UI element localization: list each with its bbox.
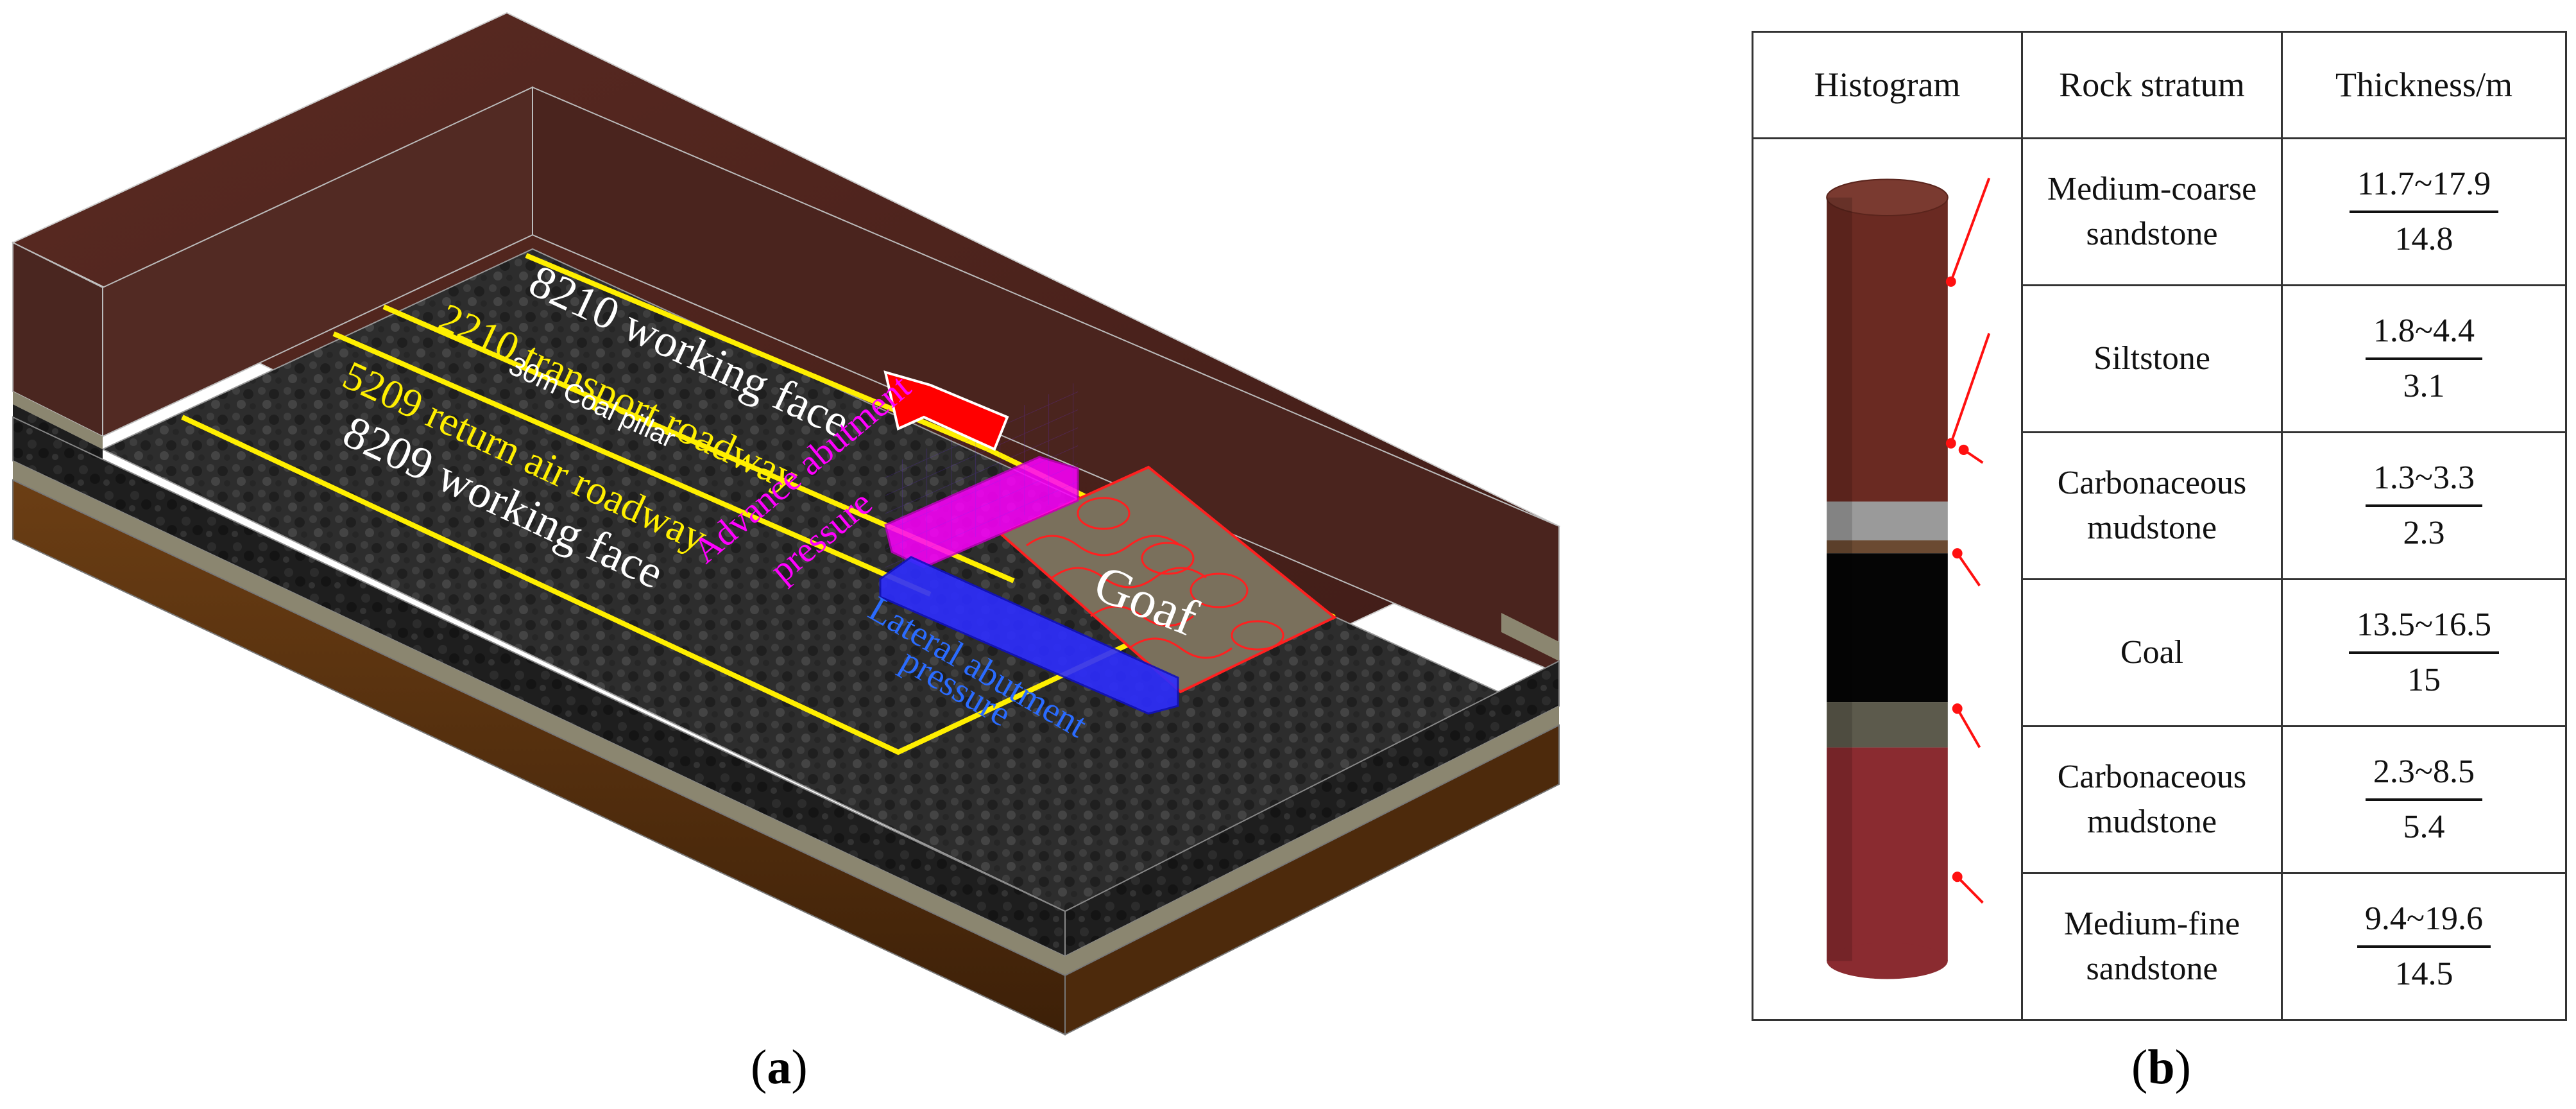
header-rock-stratum: Rock stratum xyxy=(2021,31,2283,139)
mine-model-panel: 8210 working face 2210 transport roadway… xyxy=(11,12,1561,1036)
pointer-arrow xyxy=(1956,875,1984,904)
borehole-column xyxy=(1826,177,1991,979)
pointer-arrow xyxy=(1956,708,1981,748)
strata-table: Histogram Rock stratum Thickness/m Mediu… xyxy=(1752,31,2567,1021)
thickness-range: 9.4~19.6 xyxy=(2357,897,2491,948)
thickness-cell: 1.8~4.4 3.1 xyxy=(2281,284,2567,433)
roadway-5209 xyxy=(332,331,932,597)
pointer-arrow xyxy=(1949,332,1991,444)
rock-stratum-cell: Carbonaceous mudstone xyxy=(2021,725,2283,874)
table-row: Medium-fine sandstone 9.4~19.6 14.5 xyxy=(1753,872,2567,1021)
column-layer xyxy=(1827,197,1948,502)
table-row: Medium-coarse sandstone 11.7~17.9 14.8 xyxy=(1752,137,2567,1021)
rock-stratum-cell: Siltstone xyxy=(2021,284,2283,433)
right-layer-brown xyxy=(1064,724,1560,1036)
rock-stratum-cell: Carbonaceous mudstone xyxy=(2021,431,2283,580)
rock-stratum-cell: Medium-coarse sandstone xyxy=(2021,137,2283,286)
thickness-average: 14.8 xyxy=(2394,221,2453,257)
front-layer-olive xyxy=(13,461,1065,976)
pointer-arrow xyxy=(1949,177,1991,282)
column-layer xyxy=(1827,501,1948,541)
siltstone-band xyxy=(13,391,103,449)
caption-a: (a) xyxy=(751,1040,808,1094)
right-layer-olive xyxy=(1065,706,1559,976)
lateral-pressure-surface xyxy=(879,556,1179,715)
pointer-arrow-head xyxy=(1945,276,1956,287)
column-bottom-cap xyxy=(1827,943,1948,979)
thickness-cell: 2.3~8.5 5.4 xyxy=(2281,725,2567,874)
table-row: Siltstone 1.8~4.4 3.1 xyxy=(1753,284,2567,433)
goaf-fracture-pattern xyxy=(1026,497,1284,659)
caption-b: (b) xyxy=(2131,1040,2191,1094)
thickness-cell: 11.7~17.9 14.8 xyxy=(2281,137,2567,286)
column-shading xyxy=(1827,197,1852,961)
thickness-range: 1.8~4.4 xyxy=(2365,309,2483,360)
pointer-arrow-head xyxy=(1958,444,1969,455)
column-layer xyxy=(1827,747,1948,961)
table-row: Carbonaceous mudstone 2.3~8.5 5.4 xyxy=(1753,725,2567,874)
thickness-average: 3.1 xyxy=(2403,368,2445,404)
thickness-cell: 13.5~16.5 15 xyxy=(2281,578,2567,727)
header-thickness: Thickness/m xyxy=(2281,31,2567,139)
strata-table-panel: Histogram Rock stratum Thickness/m Mediu… xyxy=(1752,31,2567,1021)
column-top-cap xyxy=(1826,178,1949,216)
pointer-arrow-head xyxy=(1945,438,1956,449)
header-histogram: Histogram xyxy=(1752,31,2023,139)
thickness-average: 2.3 xyxy=(2403,515,2445,551)
mining-direction-arrow xyxy=(883,370,1009,451)
rock-stratum-cell: Medium-fine sandstone xyxy=(2021,872,2283,1021)
column-layer xyxy=(1827,540,1948,554)
pointer-arrow-head xyxy=(1952,872,1963,882)
column-layer xyxy=(1827,702,1948,748)
pointer-arrow-head xyxy=(1952,548,1963,559)
advance-pressure-grid xyxy=(885,381,1078,578)
pointer-arrow xyxy=(1956,553,1981,587)
histogram-cell xyxy=(1752,137,2023,1021)
thickness-cell: 9.4~19.6 14.5 xyxy=(2281,872,2567,1021)
table-header-row: Histogram Rock stratum Thickness/m xyxy=(1752,31,2567,139)
coal-seam-left-side xyxy=(13,404,103,462)
column-layer xyxy=(1827,553,1948,703)
thickness-range: 13.5~16.5 xyxy=(2348,603,2500,654)
thickness-cell: 1.3~3.3 2.3 xyxy=(2281,431,2567,580)
thickness-average: 15 xyxy=(2407,662,2441,698)
pointer-arrow-head xyxy=(1952,703,1963,714)
thickness-average: 14.5 xyxy=(2394,956,2453,992)
thickness-range: 1.3~3.3 xyxy=(2365,456,2483,507)
thickness-range: 11.7~17.9 xyxy=(2349,162,2499,213)
table-row: Coal 13.5~16.5 15 xyxy=(1753,578,2567,727)
rock-stratum-cell: Coal xyxy=(2021,578,2283,727)
siltstone-band-right xyxy=(1501,613,1559,661)
mine-model-diagram: 8210 working face 2210 transport roadway… xyxy=(11,12,1561,1036)
thickness-average: 5.4 xyxy=(2403,809,2445,845)
thickness-range: 2.3~8.5 xyxy=(2365,750,2483,801)
table-row: Carbonaceous mudstone 1.3~3.3 2.3 xyxy=(1753,431,2567,580)
